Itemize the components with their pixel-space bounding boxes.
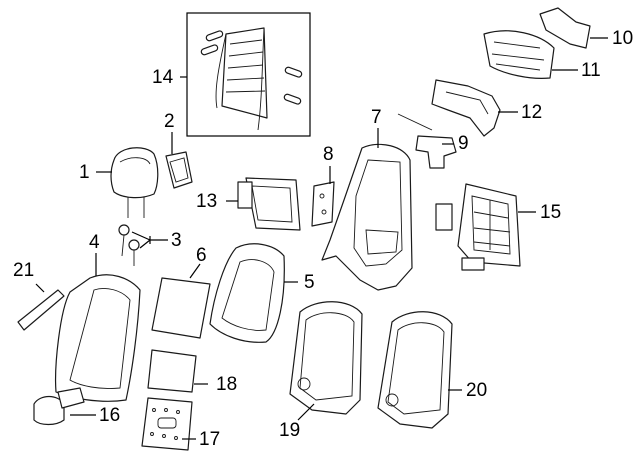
part-5-back-pad <box>209 243 285 343</box>
part-3-bolts <box>118 224 140 266</box>
part-20-back-board-right <box>377 311 453 429</box>
callout-17: 17 <box>199 429 221 450</box>
callout-13: 13 <box>196 191 218 212</box>
callout-3: 3 <box>171 230 182 251</box>
part-19-back-board-left <box>289 301 363 415</box>
callout-15: 15 <box>540 202 562 223</box>
callout-20: 20 <box>466 380 488 401</box>
part-7-seat-frame <box>321 143 413 291</box>
callout-21: 21 <box>13 260 35 281</box>
callout-18: 18 <box>216 374 238 395</box>
part-11-back-shell <box>483 30 555 79</box>
callout-11: 11 <box>581 60 601 81</box>
part-14-lumbar-support-insert <box>186 12 311 137</box>
part-18-trim-panel <box>147 349 197 393</box>
part-2-headrest-guide <box>165 151 193 189</box>
callout-6: 6 <box>196 245 207 266</box>
callout-14: 14 <box>152 67 174 88</box>
callout-4: 4 <box>89 232 100 253</box>
callout-10: 10 <box>612 28 634 49</box>
callout-16: 16 <box>99 405 121 426</box>
callout-19: 19 <box>279 420 301 441</box>
part-12-mechanism-bracket <box>431 79 501 137</box>
callout-5: 5 <box>304 272 315 293</box>
callout-7: 7 <box>371 107 382 128</box>
leader-lines <box>35 37 608 440</box>
part-4-back-cover <box>55 274 141 402</box>
callout-9: 9 <box>458 133 469 154</box>
part-15-massage-module <box>435 183 521 271</box>
callout-1: 1 <box>79 162 90 183</box>
part-21-trim-strip <box>17 289 65 331</box>
part-6-back-panel <box>151 277 211 339</box>
part-1-headrest <box>110 147 159 218</box>
part-10-upper-bracket <box>539 7 591 49</box>
callout-12: 12 <box>521 102 543 123</box>
part-16-control-switch <box>33 387 85 426</box>
callout-8: 8 <box>323 144 334 165</box>
part-8-bracket <box>311 181 335 227</box>
part-17-rear-panel <box>141 397 193 451</box>
part-13-lumbar-module <box>237 177 301 231</box>
callout-2: 2 <box>164 111 175 132</box>
